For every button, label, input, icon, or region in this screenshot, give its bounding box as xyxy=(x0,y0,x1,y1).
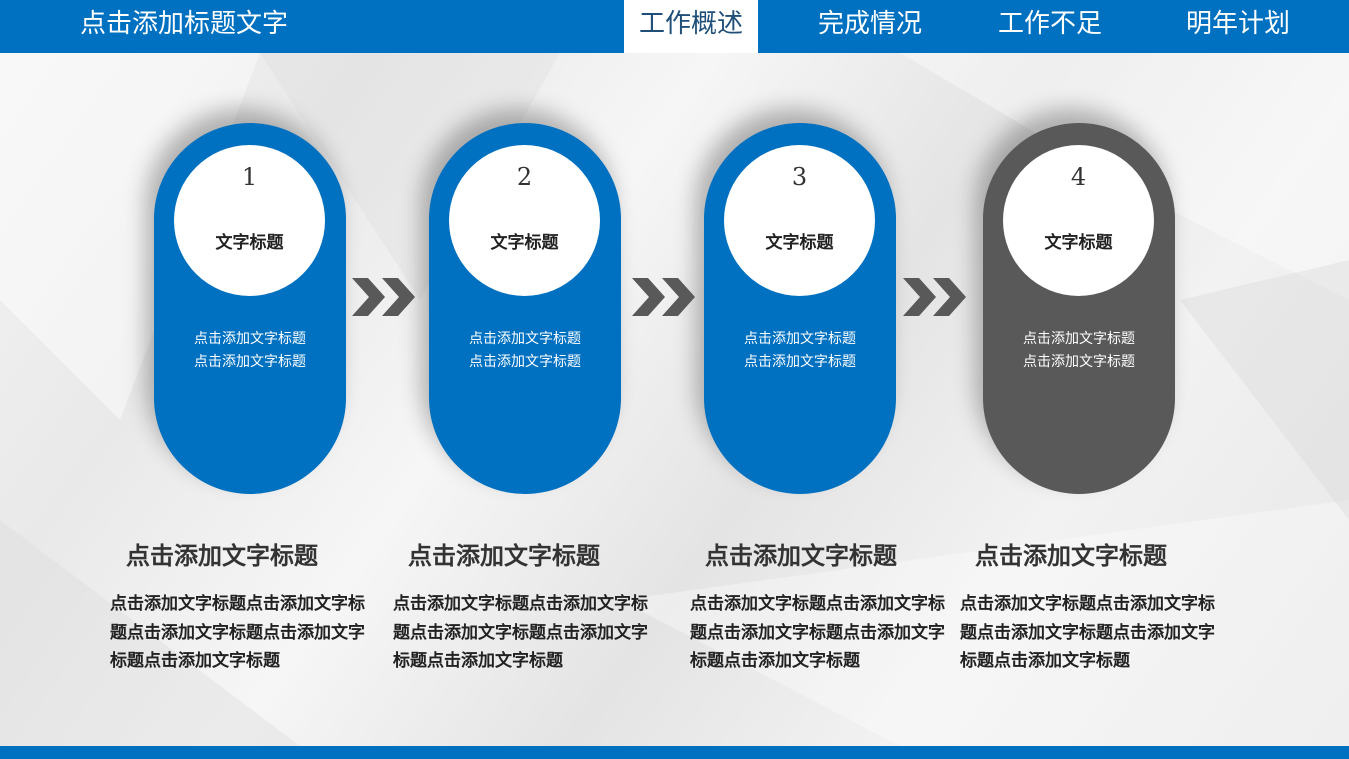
section-body-3: 点击添加文字标题点击添加文字标题点击添加文字标题点击添加文字标题点击添加文字标题 xyxy=(690,594,945,671)
step-card-2: 2 文字标题 点击添加文字标题 点击添加文字标题 xyxy=(429,123,621,494)
step-desc-line: 点击添加文字标题 xyxy=(469,331,581,347)
step-desc-line: 点击添加文字标题 xyxy=(469,354,581,370)
step-number: 3 xyxy=(791,163,808,191)
step-circle: 3 文字标题 xyxy=(724,145,875,296)
section-body-2: 点击添加文字标题点击添加文字标题点击添加文字标题点击添加文字标题点击添加文字标题 xyxy=(393,594,648,671)
section-heading-1: 点击添加文字标题 xyxy=(126,542,318,570)
double-chevron-right-icon xyxy=(632,278,695,316)
step-desc-line: 点击添加文字标题 xyxy=(1023,354,1135,370)
step-description: 点击添加文字标题 点击添加文字标题 xyxy=(154,328,346,374)
step-description: 点击添加文字标题 点击添加文字标题 xyxy=(983,328,1175,374)
step-card-4: 4 文字标题 点击添加文字标题 点击添加文字标题 xyxy=(983,123,1175,494)
step-card-3: 3 文字标题 点击添加文字标题 点击添加文字标题 xyxy=(704,123,896,494)
section-heading-3: 点击添加文字标题 xyxy=(705,542,897,570)
step-title: 文字标题 xyxy=(215,233,284,253)
step-title: 文字标题 xyxy=(1044,233,1113,253)
tab-work-overview[interactable]: 工作概述 xyxy=(624,0,758,53)
section-heading-4: 点击添加文字标题 xyxy=(975,542,1167,570)
page-title: 点击添加标题文字 xyxy=(80,9,289,39)
section-heading-2: 点击添加文字标题 xyxy=(408,542,600,570)
step-circle: 2 文字标题 xyxy=(449,145,600,296)
step-number: 2 xyxy=(516,163,533,191)
tab-completion-status[interactable]: 完成情况 xyxy=(817,9,922,39)
step-description: 点击添加文字标题 点击添加文字标题 xyxy=(704,328,896,374)
step-desc-line: 点击添加文字标题 xyxy=(194,354,306,370)
step-title: 文字标题 xyxy=(765,233,834,253)
step-circle: 4 文字标题 xyxy=(1003,145,1154,296)
step-desc-line: 点击添加文字标题 xyxy=(194,331,306,347)
section-body-4: 点击添加文字标题点击添加文字标题点击添加文字标题点击添加文字标题点击添加文字标题 xyxy=(960,594,1215,671)
section-body-1: 点击添加文字标题点击添加文字标题点击添加文字标题点击添加文字标题点击添加文字标题 xyxy=(110,594,365,671)
step-description: 点击添加文字标题 点击添加文字标题 xyxy=(429,328,621,374)
tab-work-shortcomings[interactable]: 工作不足 xyxy=(997,9,1102,39)
double-chevron-right-icon xyxy=(903,278,966,316)
step-desc-line: 点击添加文字标题 xyxy=(744,354,856,370)
double-chevron-right-icon xyxy=(352,278,415,316)
step-title: 文字标题 xyxy=(490,233,559,253)
step-number: 1 xyxy=(241,163,258,191)
step-desc-line: 点击添加文字标题 xyxy=(1023,331,1135,347)
header-bar: 点击添加标题文字 工作概述 完成情况 工作不足 明年计划 xyxy=(0,0,1349,53)
tab-next-year-plan[interactable]: 明年计划 xyxy=(1185,9,1290,39)
step-desc-line: 点击添加文字标题 xyxy=(744,331,856,347)
step-number: 4 xyxy=(1070,163,1087,191)
step-card-1: 1 文字标题 点击添加文字标题 点击添加文字标题 xyxy=(154,123,346,494)
step-circle: 1 文字标题 xyxy=(174,145,325,296)
footer-bar xyxy=(0,746,1349,759)
